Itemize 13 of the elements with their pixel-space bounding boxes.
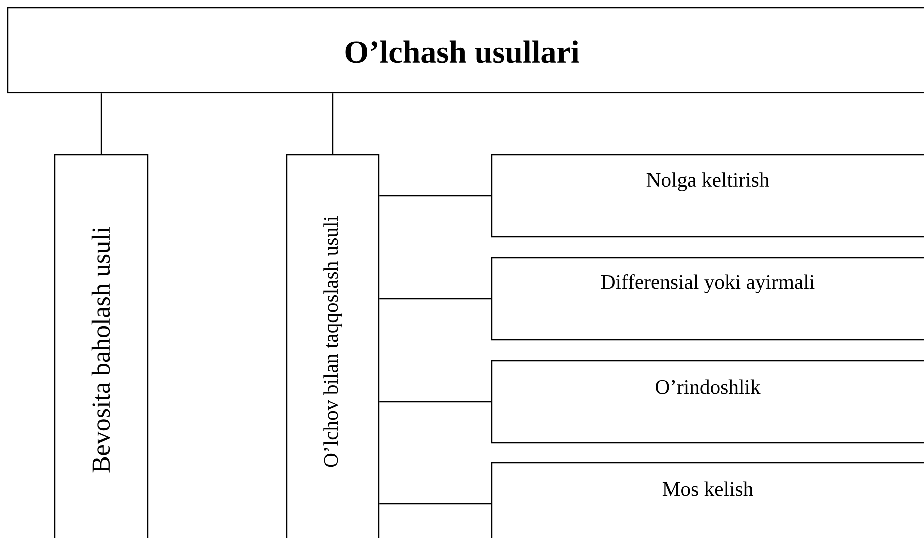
method-box: Bevosita baholash usuli	[54, 154, 149, 538]
method-box: O’lchov bilan taqqoslash usuli	[286, 154, 380, 538]
connector-line	[380, 503, 492, 505]
connector-line	[100, 94, 102, 154]
connector-line	[332, 94, 334, 154]
connector-line	[380, 195, 492, 197]
method-box: O’rindoshlik	[491, 360, 924, 444]
connector-line	[380, 298, 492, 300]
method-box: Nolga keltirish	[491, 154, 924, 238]
title-box: O’lchash usullari	[7, 7, 924, 94]
method-box: Mos kelish	[491, 462, 924, 538]
method-box: Differensial yoki ayirmali	[491, 257, 924, 341]
connector-line	[380, 401, 492, 403]
